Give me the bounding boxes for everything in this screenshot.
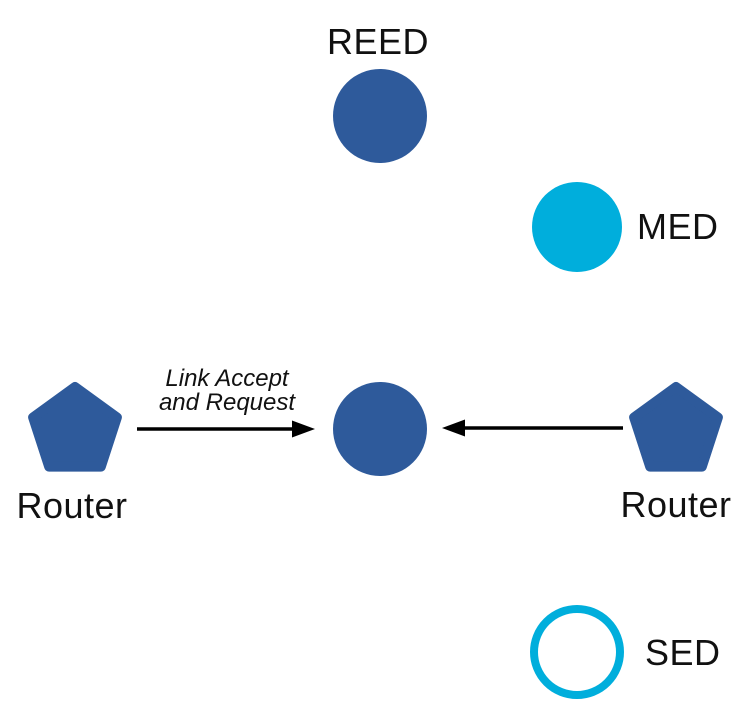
link-arrow-left-head: [292, 420, 315, 438]
router-left-pentagon: [28, 382, 122, 472]
router-right-pentagon: [629, 382, 723, 472]
link-arrow-label-line2: and Request: [159, 389, 296, 416]
joiner-node-circle: [333, 382, 427, 476]
med-label: MED: [637, 206, 719, 247]
sed-node-circle: [530, 605, 624, 699]
link-arrow-label-line1: Link Accept: [165, 365, 290, 392]
sed-label: SED: [645, 632, 721, 673]
med-node-circle: [532, 182, 622, 272]
link-arrow-right-head: [442, 419, 465, 437]
reed-node-circle: [333, 69, 427, 163]
router-left-label: Router: [16, 485, 127, 526]
reed-label: REED: [327, 21, 429, 62]
router-right-label: Router: [620, 484, 731, 525]
